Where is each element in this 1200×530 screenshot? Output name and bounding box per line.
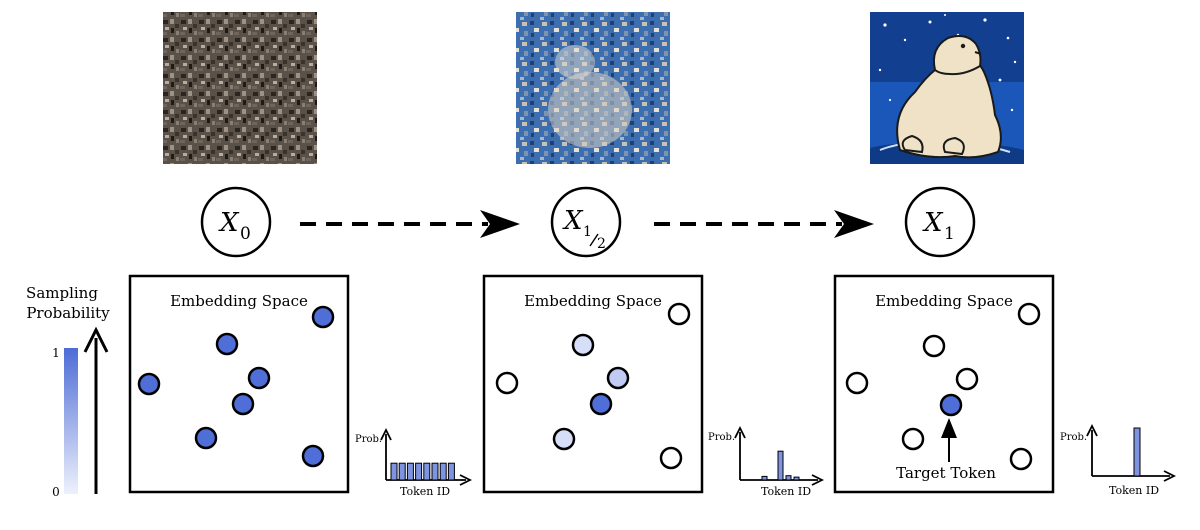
state-x1: X 1 <box>904 186 976 258</box>
scale-top-label: 1 <box>52 346 60 360</box>
token-dot-panel1-4 <box>137 372 161 396</box>
svg-text:0: 0 <box>240 224 251 244</box>
histogram-ylabel: Prob. <box>708 432 735 443</box>
token-dot-panel2-4 <box>495 371 519 395</box>
state-x-half: X 1 2 <box>550 186 622 258</box>
token-dot-panel1-6 <box>194 426 218 450</box>
token-dot-panel2-5 <box>589 392 613 416</box>
histogram-1-bar-3 <box>406 462 414 481</box>
scale-bottom-label: 0 <box>52 485 60 499</box>
token-dot-panel3-7 <box>1009 447 1033 471</box>
svg-text:X: X <box>218 208 240 238</box>
state-x0: X 0 <box>200 186 272 258</box>
scale-title-line1: Sampling <box>26 284 98 302</box>
histogram-1-bar-5 <box>423 462 431 481</box>
scale-arrow-head <box>83 326 109 353</box>
scale-title-line2: Probability <box>26 304 110 322</box>
svg-text:1: 1 <box>944 224 955 244</box>
token-dot-panel1-5 <box>231 392 255 416</box>
histogram-xlabel: Token ID <box>400 485 450 498</box>
token-dot-panel2-2 <box>571 333 595 357</box>
transition-arrow-1 <box>300 210 520 238</box>
token-dot-panel1-7 <box>301 444 325 468</box>
probability-scale: Sampling Probability 1 0 <box>26 284 110 499</box>
histogram-ylabel: Prob. <box>355 434 382 445</box>
svg-text:2: 2 <box>597 236 606 252</box>
partial-bear-image <box>516 12 670 164</box>
token-dot-panel3-4 <box>845 371 869 395</box>
panel-title: Embedding Space <box>524 292 662 310</box>
panel-title: Embedding Space <box>875 292 1013 310</box>
token-dot-panel1-2 <box>215 332 239 356</box>
token-dot-panel2-7 <box>659 446 683 470</box>
svg-text:1: 1 <box>583 224 592 240</box>
histogram-ylabel: Prob. <box>1060 432 1087 443</box>
bear-image <box>870 12 1024 164</box>
histogram-2: Prob. Token ID <box>708 425 825 498</box>
svg-text:X: X <box>922 208 944 238</box>
token-dot-panel3-2 <box>922 334 946 358</box>
token-dot-panel2-6 <box>552 427 576 451</box>
histogram-2-bar-3 <box>777 450 784 481</box>
panel-title: Embedding Space <box>170 292 308 310</box>
token-dot-panel3-3 <box>955 367 979 391</box>
histogram-1-bar-6 <box>431 462 439 481</box>
histogram-3-bar-1 <box>1133 427 1141 477</box>
token-dot-panel3-5 <box>939 393 963 417</box>
histogram-1-bar-2 <box>398 462 406 481</box>
histogram-2-bar-5 <box>793 476 800 481</box>
token-dot-panel2-1 <box>667 302 691 326</box>
histogram-1-bar-1 <box>390 462 398 481</box>
histogram-3: Prob. Token ID <box>1060 423 1177 497</box>
histogram-1-bar-8 <box>447 462 455 481</box>
transition-arrow-2 <box>654 210 874 238</box>
token-dot-panel3-1 <box>1017 302 1041 326</box>
token-dot-panel1-1 <box>311 305 335 329</box>
histogram-1-bar-4 <box>415 462 423 481</box>
token-dot-panel1-3 <box>247 366 271 390</box>
noise-image <box>163 12 317 164</box>
probability-gradient-bar <box>64 348 78 494</box>
svg-text:X: X <box>562 206 584 236</box>
target-token-label: Target Token <box>896 464 996 482</box>
histogram-xlabel: Token ID <box>1109 484 1159 497</box>
token-dot-panel3-6 <box>901 427 925 451</box>
histogram-1-bar-7 <box>439 462 447 481</box>
histogram-2-bar-4 <box>785 475 792 481</box>
histogram-xlabel: Token ID <box>761 485 811 498</box>
token-dot-panel2-3 <box>606 366 630 390</box>
histogram-2-bar-1 <box>761 475 768 481</box>
